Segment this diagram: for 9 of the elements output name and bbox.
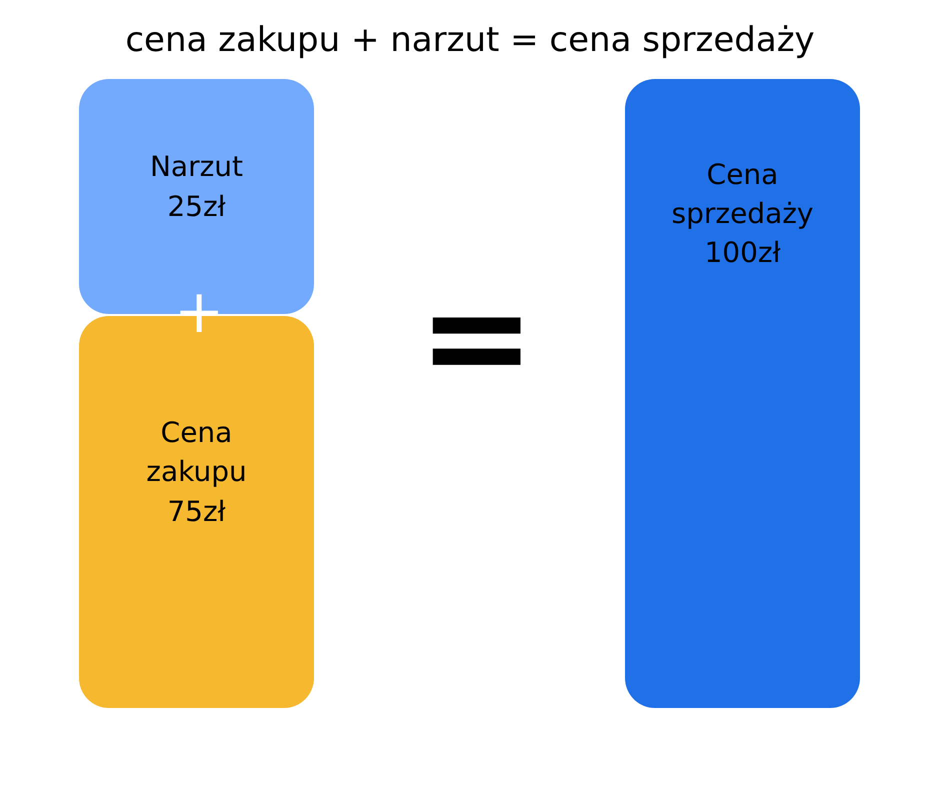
price-value: 25zł	[167, 188, 226, 224]
block-heading: Narzut	[150, 149, 244, 186]
title: cena zakupu + narzut = cena sprzedaży	[124, 20, 816, 60]
block-heading: Cena zakupu	[145, 415, 248, 490]
block-heading: Cena sprzedaży	[670, 156, 814, 232]
equals-sign: =	[418, 268, 536, 408]
price-block	[625, 79, 860, 708]
price-value: 100zł	[704, 235, 781, 272]
price-value: 75zł	[167, 494, 226, 530]
